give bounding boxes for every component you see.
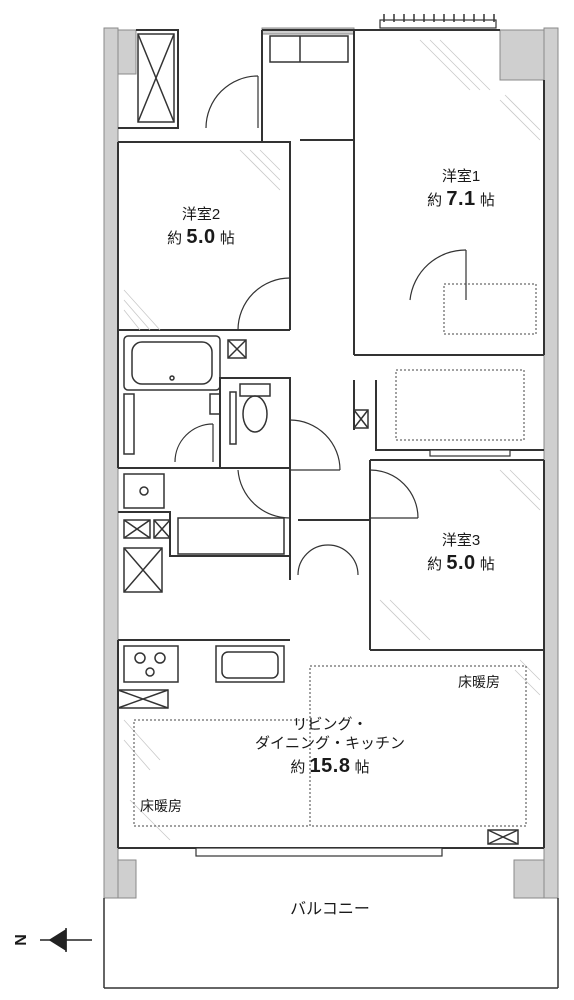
size-value: 5.0	[446, 551, 476, 574]
room-ldk-label: リビング・ ダイニング・キッチン 約 15.8 帖	[210, 716, 450, 779]
size-unit: 帖	[354, 758, 370, 776]
window-ticks	[383, 14, 495, 22]
room-western1-label: 洋室1 約 7.1 帖	[406, 168, 516, 212]
room-western3-label: 洋室3 約 5.0 帖	[406, 532, 516, 576]
size-value: 15.8	[309, 754, 351, 777]
interior-walls	[117, 29, 545, 849]
size-value: 7.1	[446, 187, 476, 210]
north-arrow-icon	[40, 928, 92, 952]
room-size: 約 15.8 帖	[210, 754, 450, 779]
room-western2-label: 洋室2 約 5.0 帖	[146, 206, 256, 250]
size-prefix: 約	[290, 758, 306, 776]
size-unit: 帖	[219, 229, 235, 247]
size-unit: 帖	[479, 555, 495, 573]
kitchen-fixtures	[117, 33, 519, 845]
floor-hatching	[123, 39, 541, 841]
room-size: 約 5.0 帖	[406, 551, 516, 576]
size-prefix: 約	[427, 191, 443, 209]
size-prefix: 約	[427, 555, 443, 573]
room-name-line1: リビング・	[292, 716, 368, 733]
compass-label: N	[12, 934, 30, 946]
balcony-label: バルコニー	[290, 901, 370, 918]
room-name-line2: ダイニング・キッチン	[254, 734, 405, 752]
room-size: 約 5.0 帖	[146, 225, 256, 250]
room-size: 約 7.1 帖	[406, 187, 516, 212]
floor-heating-zones	[133, 283, 537, 827]
floor-heating-label-right: 床暖房	[458, 674, 500, 690]
size-value: 5.0	[186, 225, 216, 248]
windows	[195, 19, 511, 857]
balcony-outline	[103, 898, 559, 989]
size-unit: 帖	[479, 191, 495, 209]
room-name: 洋室1	[441, 168, 481, 185]
floor-heating-label-left: 床暖房	[140, 798, 182, 814]
size-prefix: 約	[167, 229, 183, 247]
exterior-walls	[103, 27, 559, 899]
doors	[174, 75, 467, 576]
room-name: 洋室3	[441, 532, 481, 549]
bath-fixtures	[123, 335, 271, 509]
room-name: 洋室2	[181, 206, 221, 223]
